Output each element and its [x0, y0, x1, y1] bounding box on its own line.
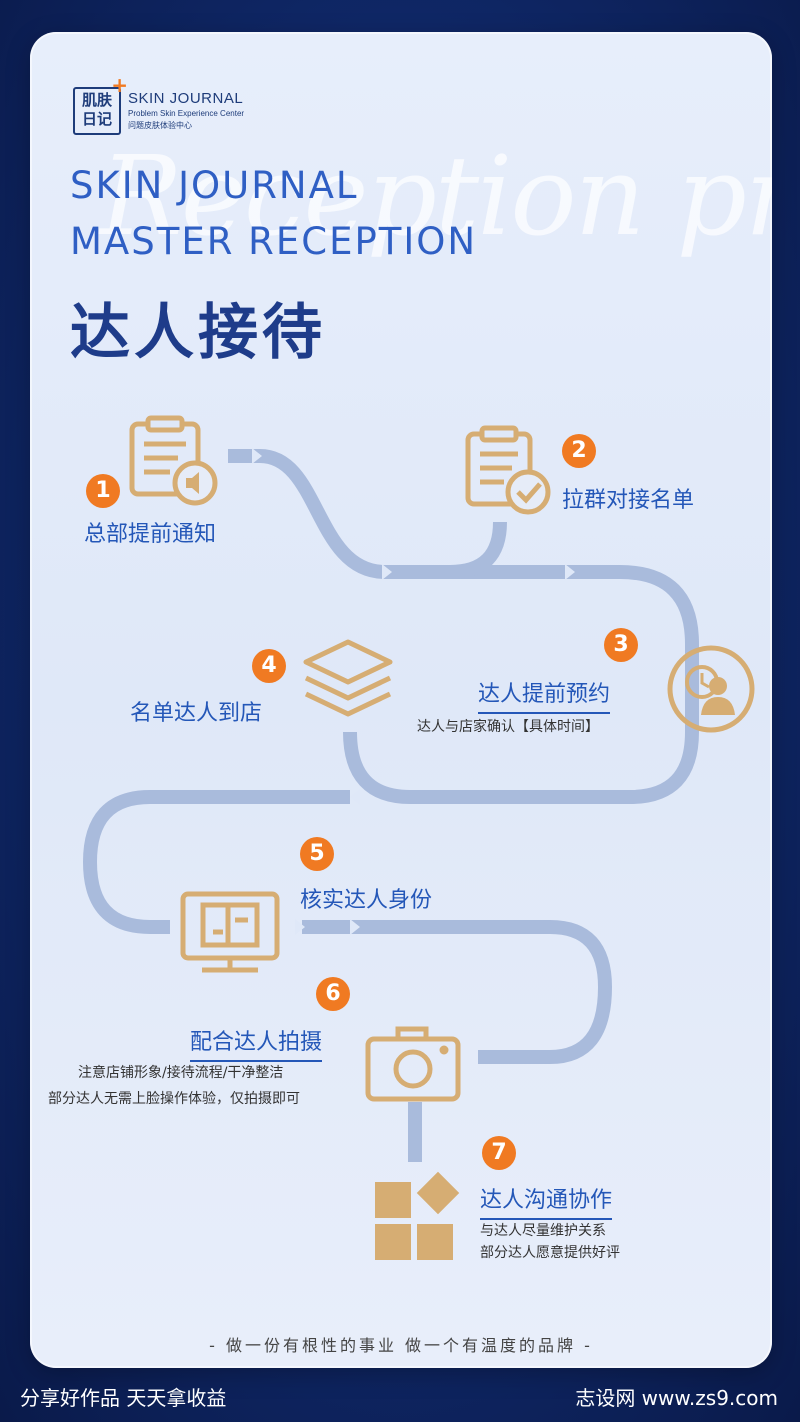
camera-icon [365, 1026, 461, 1102]
document-check-icon [465, 425, 551, 515]
step-7-detail-1: 与达人尽量维护关系 [480, 1223, 606, 1239]
step-2-title: 拉群对接名单 [562, 488, 695, 513]
script-watermark: Reception process [100, 132, 772, 260]
step-4-number: 4 [252, 649, 286, 683]
title-cn: 达人接待 [70, 298, 326, 368]
step-6-detail-2: 部分达人无需上脸操作体验，仅拍摄即可 [48, 1091, 300, 1107]
brand-logo: 肌肤日记 + [73, 75, 128, 135]
step-6-detail-1: 注意店铺形象/接待流程/干净整洁 [78, 1065, 284, 1081]
clock-user-icon [667, 645, 755, 733]
step-1-number: 1 [86, 474, 120, 508]
path-chevrons [252, 448, 575, 935]
step-7-detail-2: 部分达人愿意提供好评 [480, 1245, 620, 1261]
brand-subtitle-cn: 问题皮肤体验中心 [128, 121, 192, 130]
step-5-title: 核实达人身份 [300, 888, 433, 913]
brand-subtitle-en: Problem Skin Experience Center [128, 109, 245, 118]
title-en-line1: SKIN JOURNAL [70, 164, 359, 207]
step-7-title: 达人沟通协作 [480, 1182, 613, 1220]
step-7-number: 7 [482, 1136, 516, 1170]
step-2-number: 2 [562, 434, 596, 468]
step-6-number: 6 [316, 977, 350, 1011]
step-3-title: 达人提前预约 [478, 676, 611, 714]
step-1-title: 总部提前通知 [84, 522, 217, 547]
step-6-title: 配合达人拍摄 [190, 1024, 323, 1062]
step-4-title: 名单达人到店 [130, 701, 263, 726]
reception-card: Reception process 肌肤日记 + SKIN JOURNAL Pr… [30, 32, 772, 1368]
monitor-icon [180, 891, 280, 973]
flow-diagram [82, 415, 755, 1260]
logo-plus-icon: + [111, 73, 128, 97]
title-en-line2: MASTER RECEPTION [70, 220, 478, 263]
logo-chars: 肌肤日记 [81, 91, 112, 128]
step-3-number: 3 [604, 628, 638, 662]
document-speaker-icon [129, 415, 218, 506]
blocks-icon [375, 1171, 460, 1260]
step-5-number: 5 [300, 837, 334, 871]
footer-right-text: 志设网 www.zs9.com [575, 1386, 778, 1410]
brand-name: SKIN JOURNAL [128, 90, 244, 107]
layers-icon [303, 639, 393, 717]
flow-path [82, 449, 699, 1162]
footer-left-text: 分享好作品 天天拿收益 [20, 1386, 227, 1410]
slogan: - 做一份有根性的事业 做一个有温度的品牌 - [209, 1336, 593, 1355]
step-3-detail: 达人与店家确认【具体时间】 [417, 719, 599, 735]
